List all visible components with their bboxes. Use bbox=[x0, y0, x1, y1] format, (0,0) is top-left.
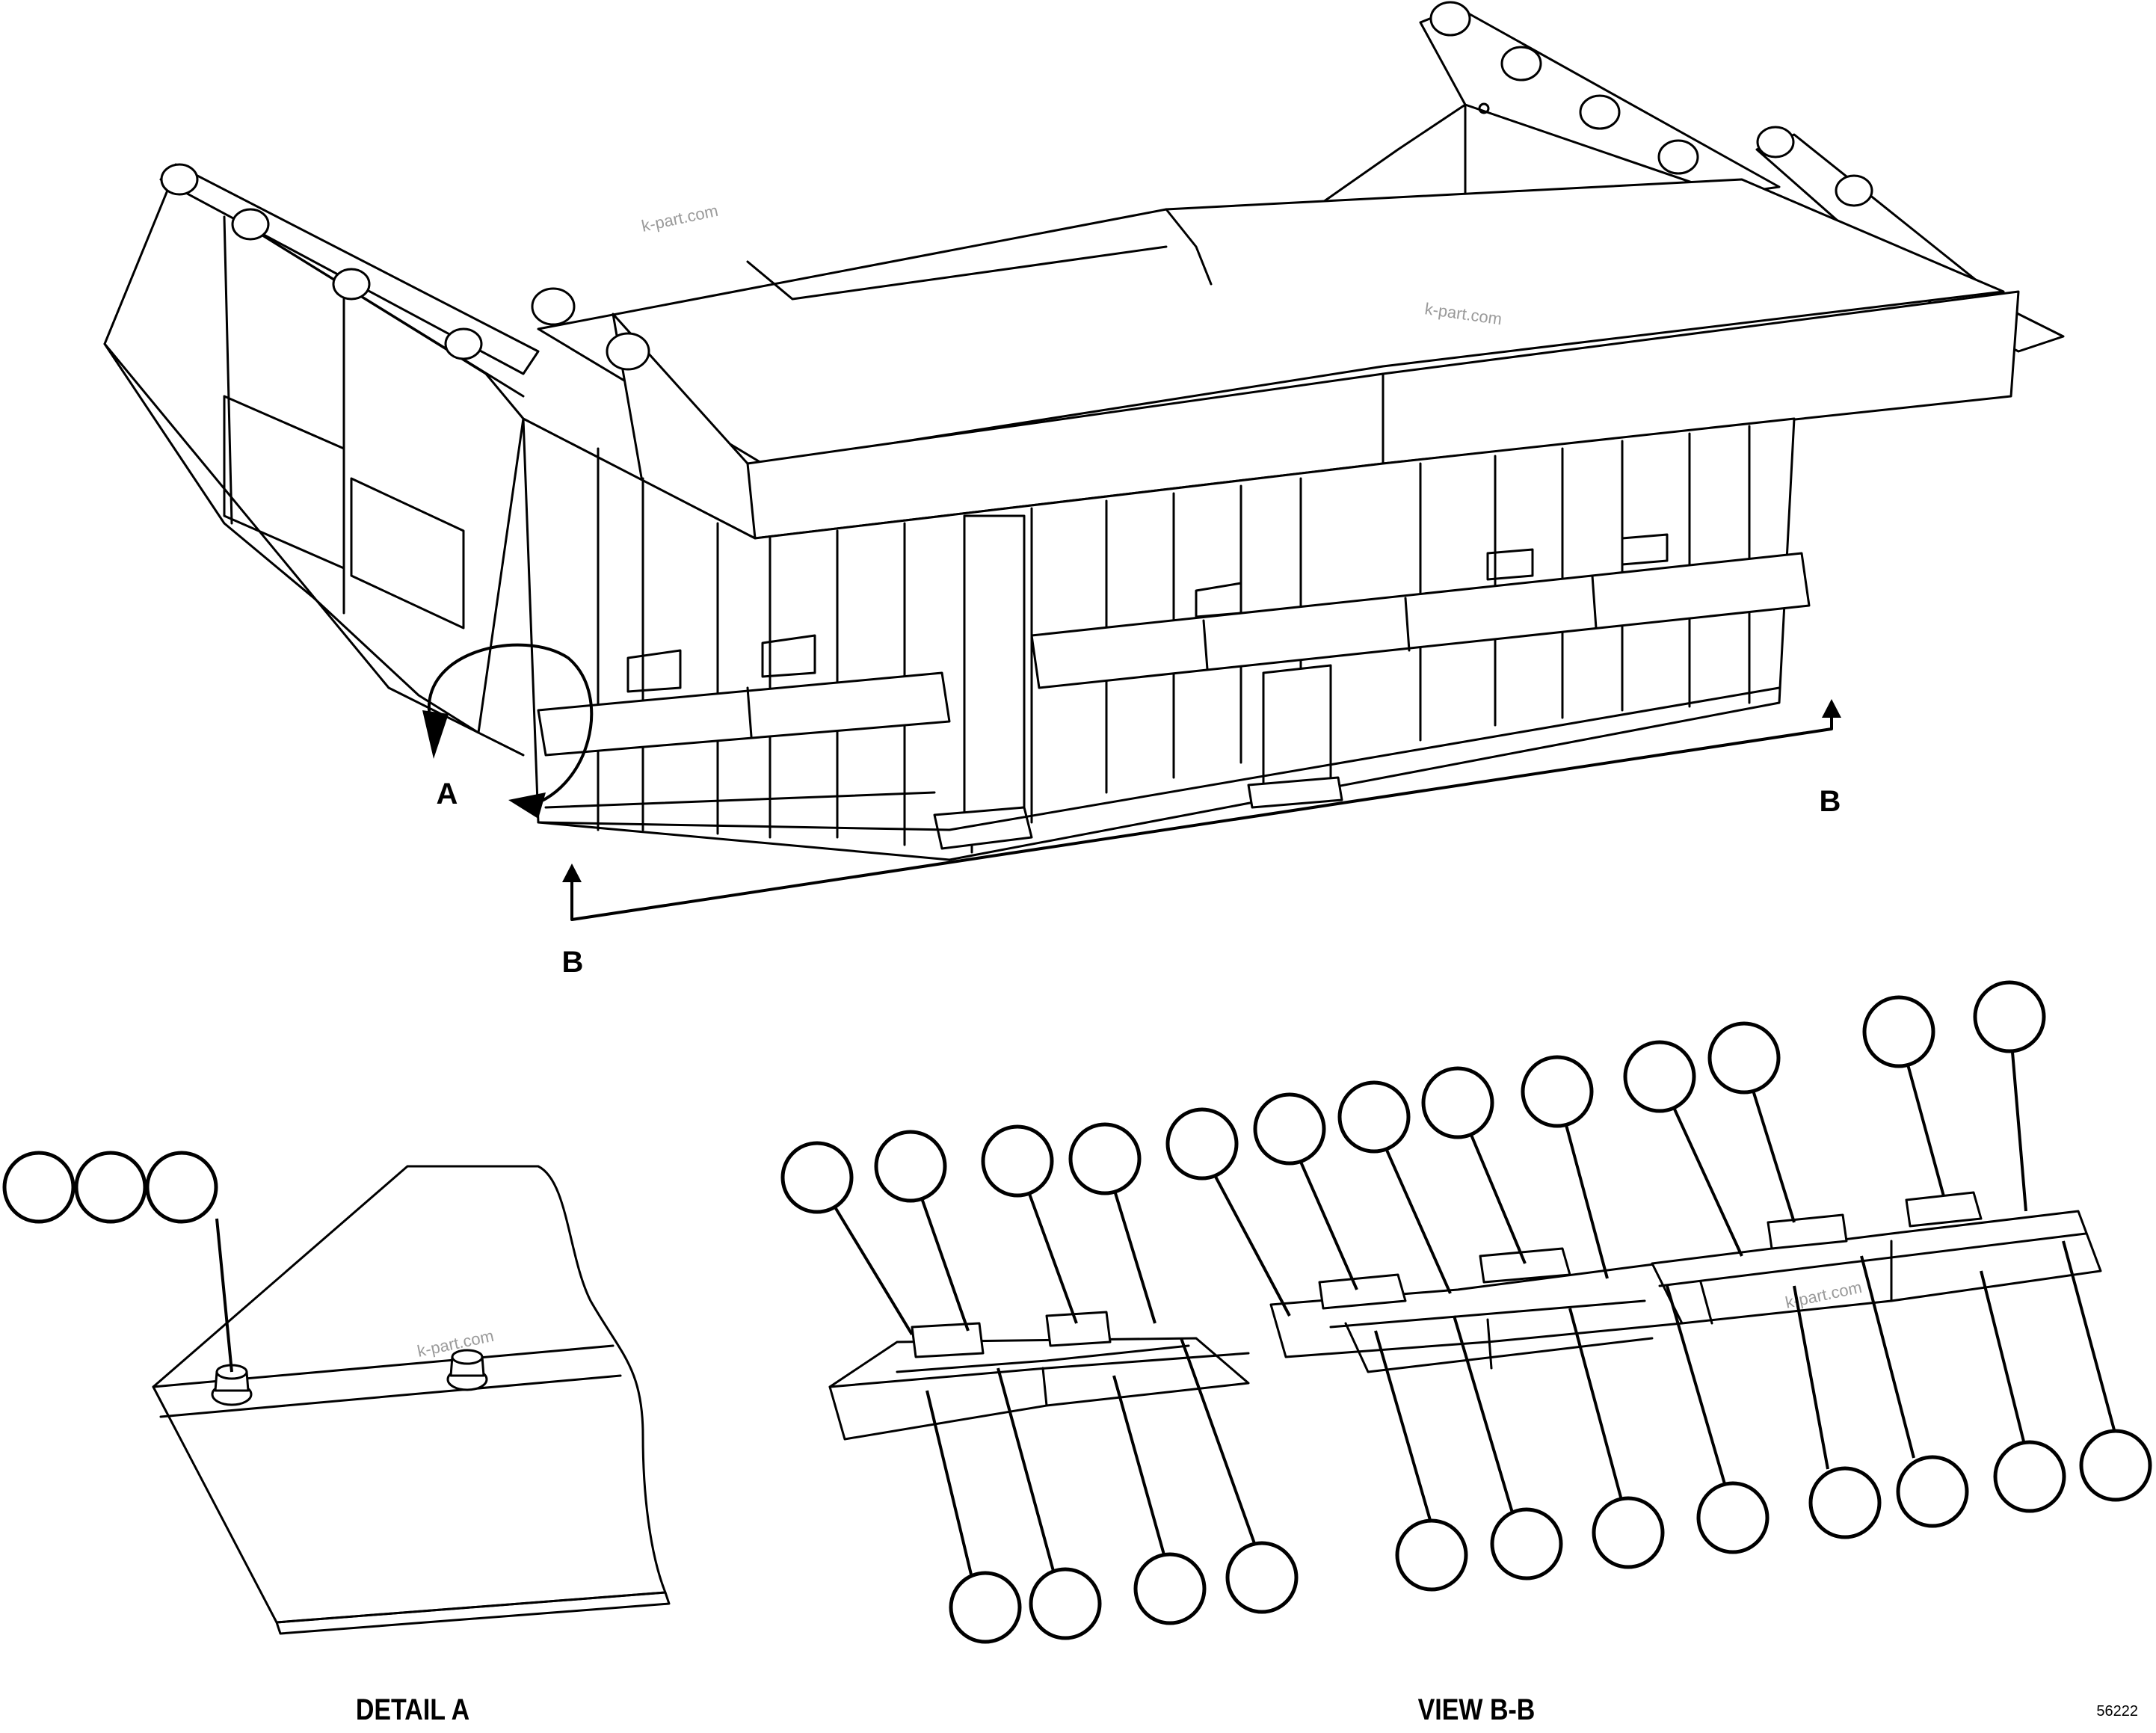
callout-bubble bbox=[1521, 1055, 1594, 1128]
callout-bubble bbox=[1225, 1541, 1299, 1614]
section-bb-line: B B bbox=[562, 699, 1841, 979]
callout-bubble bbox=[1165, 1107, 1239, 1181]
view-bb: k-part.com bbox=[780, 980, 2152, 1726]
detail-a-view: DETAIL A bbox=[2, 1151, 671, 1726]
callout-bubble bbox=[1707, 1021, 1781, 1095]
bolt-2 bbox=[446, 1349, 488, 1391]
detail-a-title: DETAIL A bbox=[356, 1692, 469, 1726]
wear-plate-1 bbox=[828, 1337, 1250, 1441]
callout-bubble bbox=[981, 1124, 1054, 1198]
callout-bubble bbox=[780, 1141, 854, 1214]
view-bb-title: VIEW B-B bbox=[1418, 1692, 1536, 1726]
callout-bubble bbox=[949, 1571, 1022, 1644]
callout-bubble bbox=[1253, 1092, 1326, 1166]
callout-bubble bbox=[1490, 1507, 1563, 1580]
callout-bubble bbox=[1623, 1040, 1696, 1113]
drawing-number: 56222 bbox=[2096, 1703, 2138, 1720]
wear-plate-3 bbox=[1651, 1210, 2102, 1325]
detail-a-marker: A bbox=[422, 643, 594, 819]
callout-bubble bbox=[1421, 1066, 1494, 1139]
wear-plates-upper bbox=[1030, 552, 1811, 689]
callout-bubble bbox=[874, 1130, 947, 1203]
front-leg-left bbox=[963, 514, 1026, 816]
wear-plates-lower bbox=[537, 671, 951, 757]
callout-bubble bbox=[1696, 1481, 1770, 1554]
callout-bubble bbox=[2, 1151, 76, 1224]
callout-bubble bbox=[1068, 1122, 1142, 1195]
callout-bubble bbox=[1337, 1080, 1411, 1154]
callout-bubble bbox=[1993, 1440, 2066, 1513]
callout-bubble bbox=[2079, 1429, 2152, 1502]
callout-bubble bbox=[1592, 1496, 1665, 1569]
watermark-1: k-part.com bbox=[640, 201, 720, 236]
callout-bubble bbox=[1862, 995, 1935, 1068]
dump-body-assembly bbox=[103, 1, 2065, 861]
section-b-label-right: B bbox=[1820, 785, 1841, 818]
callout-bubble bbox=[74, 1151, 147, 1224]
callout-bubble bbox=[1029, 1567, 1102, 1640]
callout-bubble bbox=[1808, 1466, 1882, 1539]
section-b-label-left: B bbox=[562, 946, 584, 979]
section-a-label: A bbox=[437, 778, 458, 810]
callout-bubble bbox=[1896, 1455, 1969, 1528]
callout-bubble bbox=[1133, 1552, 1207, 1625]
callout-bubble bbox=[145, 1151, 218, 1224]
callout-bubble bbox=[1395, 1518, 1468, 1592]
callout-bubble bbox=[1973, 980, 2046, 1053]
